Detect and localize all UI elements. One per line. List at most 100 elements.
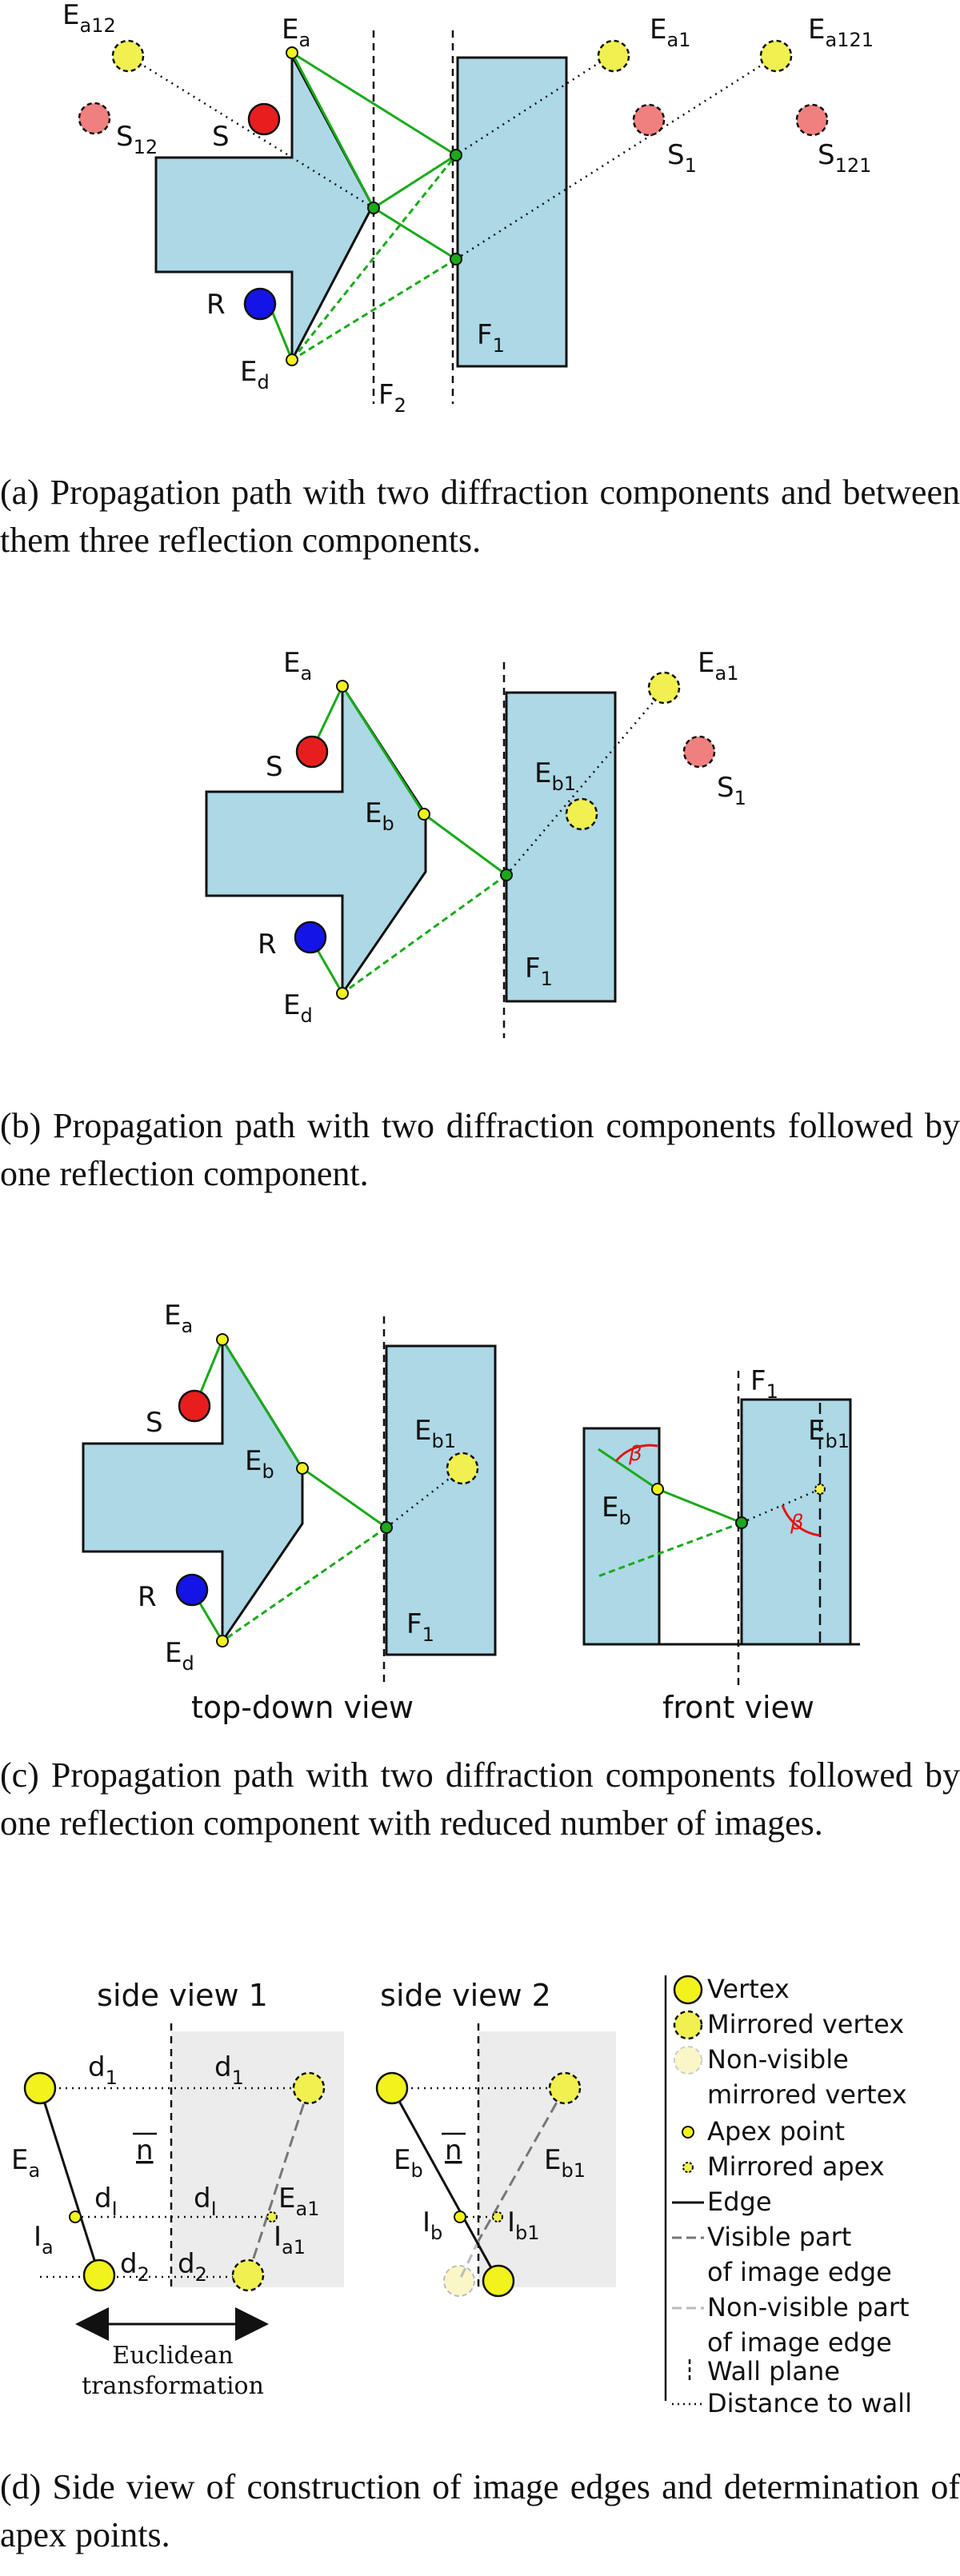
beta-label: β — [790, 1511, 804, 1535]
receiver-r — [243, 287, 277, 321]
label-ea: Ea — [282, 14, 310, 51]
label-r: R — [138, 1581, 157, 1613]
euclidean-label: Euclidean — [112, 2342, 233, 2370]
label-ea12: Ea12 — [62, 0, 116, 37]
propagation-path — [269, 51, 458, 361]
receiver-r — [175, 1573, 209, 1607]
front-wall-f1 — [740, 1398, 852, 1646]
vertex — [82, 2258, 116, 2292]
apex-point — [454, 2211, 466, 2223]
label-eb1-front: Eb1 — [808, 1415, 850, 1452]
vertex-ed — [216, 1635, 229, 1647]
label-eb: Eb — [245, 1445, 274, 1483]
legend-text: Visible part — [707, 2222, 851, 2252]
label-ea: Ea — [11, 2144, 40, 2182]
legend-nonvisible-vertex-icon — [674, 2046, 702, 2075]
label-s: S — [212, 121, 230, 153]
caption-b: (b) Propagation path with two diffractio… — [0, 1106, 960, 1193]
label-r: R — [258, 929, 277, 961]
legend-text: of image edge — [707, 2257, 892, 2287]
label-eb: Eb — [394, 2144, 423, 2182]
mirrored-vertex-ea1 — [647, 671, 681, 705]
caption-c: (c) Propagation path with two diffractio… — [0, 1755, 960, 1843]
image-edge-eb1 — [477, 2087, 566, 2242]
label-d2: d2 — [178, 2248, 207, 2286]
reflection-point — [367, 202, 380, 214]
vertex-ea — [336, 680, 349, 693]
mirrored-source-s121 — [795, 103, 829, 137]
label-f1: F1 — [406, 1608, 434, 1646]
receiver-r — [294, 921, 327, 954]
mirrored-source-s1 — [632, 103, 666, 137]
label-ib: Ib — [422, 2207, 442, 2244]
reflection-point — [500, 869, 513, 881]
legend-text: Edge — [707, 2187, 772, 2217]
vertex-eb-front — [651, 1483, 664, 1496]
legend-text: Mirrored vertex — [707, 2009, 904, 2039]
mirrored-vertex-eb1 — [565, 797, 598, 831]
legend-text: Non-visible — [707, 2044, 849, 2075]
label-s1: S1 — [717, 772, 746, 809]
label-f2: F2 — [378, 379, 406, 417]
side-view-1-title: side view 1 — [97, 1978, 268, 2013]
label-ea1: Ea1 — [278, 2183, 319, 2220]
vertex-eb — [296, 1462, 309, 1475]
label-ea1: Ea1 — [650, 14, 690, 51]
mirrored-vertex-ea1 — [597, 39, 630, 73]
mirrored-apex — [492, 2211, 503, 2223]
label-eb1: Eb1 — [414, 1415, 456, 1452]
beta-label: β — [628, 1442, 642, 1466]
side-view-2-bg — [478, 2031, 616, 2287]
label-eb1: Eb1 — [544, 2144, 586, 2182]
label-f1: F1 — [525, 953, 553, 990]
image-edge-nonvisible — [458, 2240, 480, 2282]
label-s121: S121 — [818, 139, 871, 177]
label-s: S — [266, 751, 283, 783]
vertex-ea — [286, 46, 298, 59]
label-ea: Ea — [283, 647, 312, 685]
mirror-lines — [506, 689, 665, 876]
mirrored-apex — [266, 2211, 278, 2223]
legend-mirrored-vertex-icon — [673, 2010, 703, 2040]
vertex-eb — [418, 808, 430, 821]
label-s12: S12 — [116, 121, 158, 158]
label-ea1: Ea1 — [698, 647, 738, 685]
legend-text: Mirrored apex — [707, 2151, 885, 2182]
mirrored-source-s12 — [78, 102, 111, 135]
label-f1: F1 — [477, 319, 505, 357]
reflection-point — [450, 253, 462, 266]
normal-n: n — [445, 2135, 462, 2167]
vertex — [375, 2071, 409, 2105]
building — [205, 681, 427, 997]
panel-c: Ea S Eb Eb1 R Ed F1 top-down view β β F1… — [82, 1300, 860, 1725]
edge-eb — [390, 2087, 500, 2282]
vertex — [23, 2071, 57, 2105]
vertex — [482, 2264, 515, 2298]
label-eb: Eb — [365, 797, 394, 835]
label-r: R — [206, 289, 226, 321]
label-d2: d2 — [120, 2248, 150, 2286]
label-ed: Ed — [240, 356, 270, 393]
legend-vertex-icon — [673, 1975, 703, 2005]
mirror-line — [741, 1488, 821, 1524]
label-s1: S1 — [667, 139, 697, 177]
panel-a: Ea12 Ea Ea1 Ea121 S12 S S1 S121 R Ed F1 … — [62, 0, 874, 417]
mirrored-vertex-ea121 — [759, 39, 793, 73]
side-view-2-title: side view 2 — [380, 1978, 551, 2013]
caption-d: (d) Side view of construction of image e… — [0, 2467, 960, 2554]
euclidean-label: transformation — [82, 2372, 264, 2400]
front-view-label: front view — [662, 1690, 814, 1725]
mirrored-apex-front — [814, 1484, 826, 1495]
reflection-point — [450, 149, 462, 162]
label-di: dI — [194, 2183, 217, 2220]
label-ea: Ea — [164, 1300, 193, 1337]
vertex-ed — [286, 353, 298, 366]
mirrored-source-s1 — [682, 735, 716, 769]
label-s: S — [146, 1407, 163, 1439]
normal-n: n — [136, 2135, 154, 2167]
label-ia1: Ia1 — [274, 2221, 306, 2258]
wall-f1 — [385, 1344, 497, 1656]
nonvisible-mirrored-vertex — [443, 2265, 475, 2297]
vertex-ed — [336, 987, 349, 1000]
